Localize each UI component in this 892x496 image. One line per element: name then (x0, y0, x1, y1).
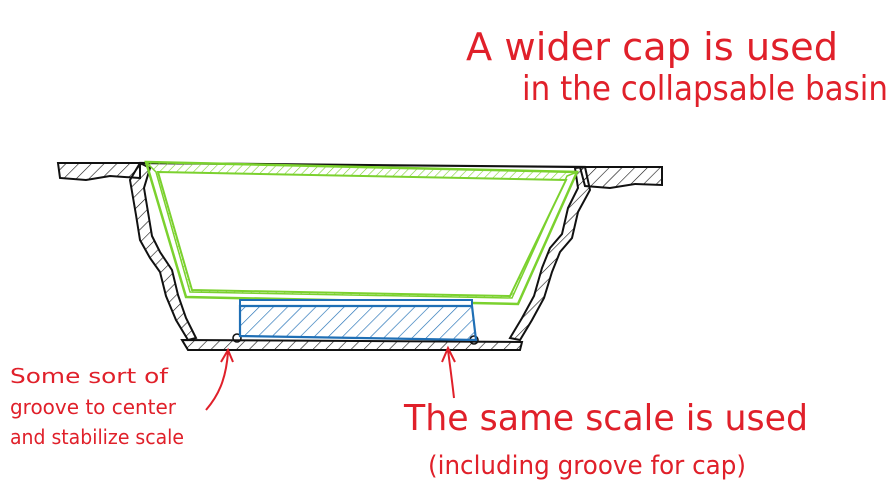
inner-cap-inner (156, 170, 568, 298)
scale (238, 299, 478, 342)
right-rim-flange (578, 166, 663, 190)
annotation-top-right-line1: A wider cap is used (466, 25, 838, 69)
annotation-top-right: A wider cap is used in the collapsable b… (466, 25, 888, 109)
annotation-bottom-left: Some sort of groove to center and stabil… (10, 347, 234, 449)
scale-body (238, 304, 478, 342)
groove-pointer-arrow (205, 347, 234, 411)
groove-bump-left (232, 333, 242, 343)
annotation-bottom-left-line2: groove to center (10, 395, 177, 419)
scale-pointer-arrow (441, 345, 456, 399)
annotation-top-right-line2: in the collapsable basin (522, 69, 888, 109)
annotation-bottom-center-line1: The same scale is used (403, 398, 808, 439)
left-wall (128, 161, 198, 342)
annotation-bottom-left-line3: and stabilize scale (10, 425, 184, 449)
annotation-bottom-center-line2: (including groove for cap) (428, 451, 746, 481)
inner-cap (144, 160, 579, 306)
right-wall (508, 165, 592, 342)
left-rim-flange (56, 162, 141, 182)
annotation-bottom-center: The same scale is used (including groove… (403, 345, 808, 481)
basin-bottom (180, 338, 524, 351)
annotation-bottom-left-line1: Some sort of (10, 364, 169, 388)
